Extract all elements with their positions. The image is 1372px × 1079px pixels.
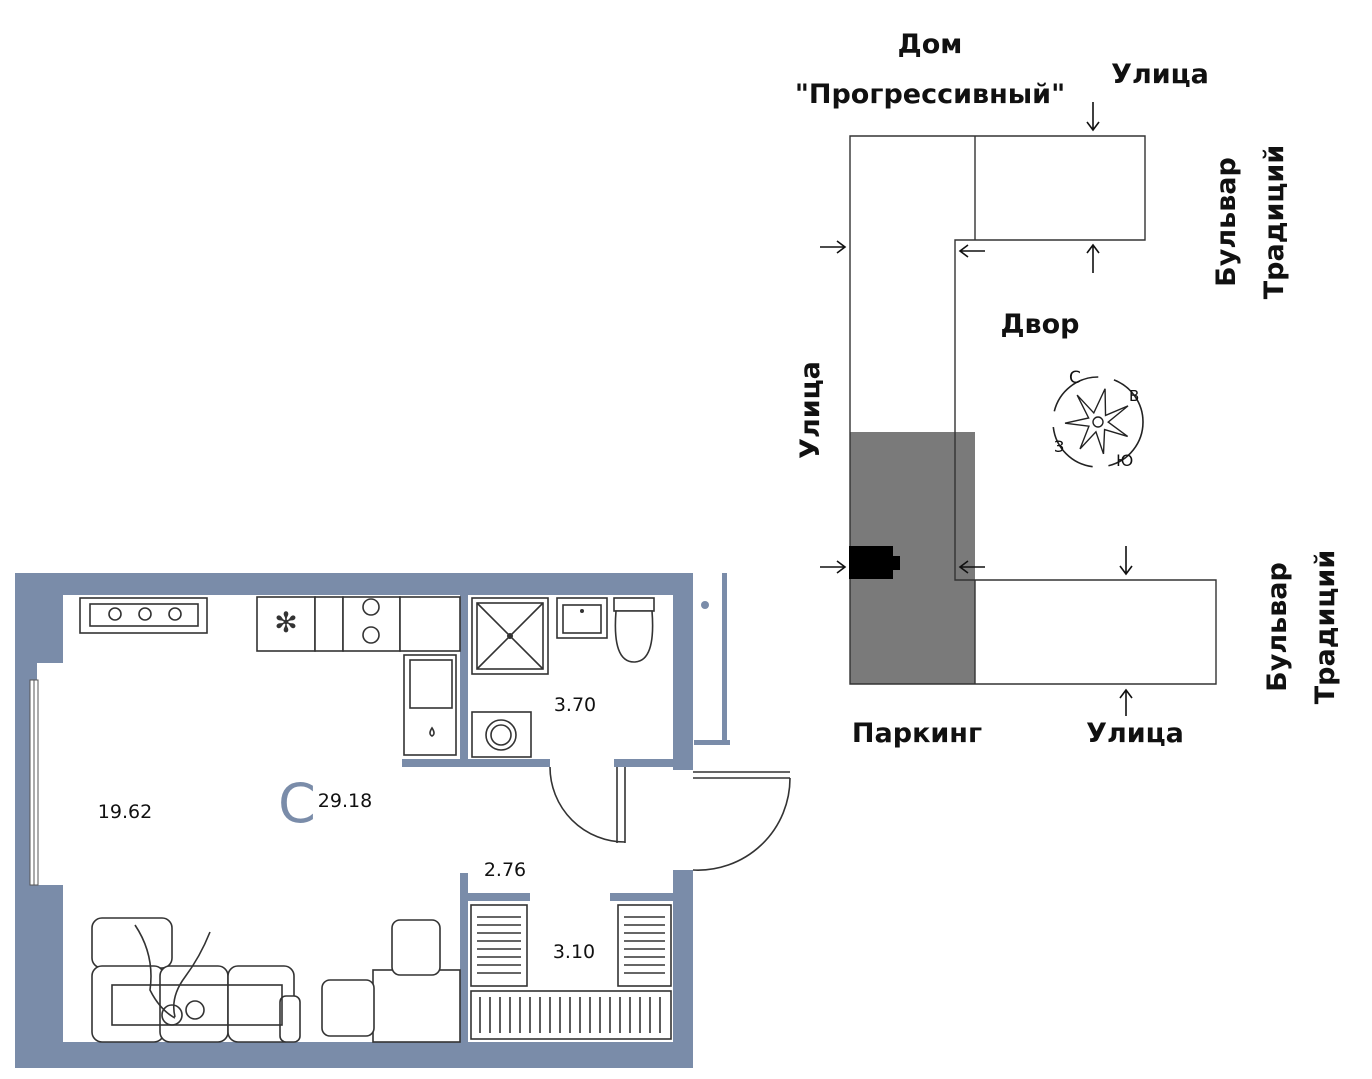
toilet-icon bbox=[613, 597, 655, 612]
site-plan: С В Ю З Дом "Прогрессивный" Улица Двор П… bbox=[795, 29, 1341, 749]
doors bbox=[549, 766, 791, 871]
hall-area-label: 2.76 bbox=[484, 859, 526, 881]
living-furniture bbox=[91, 917, 461, 1043]
svg-text:✻: ✻ bbox=[274, 606, 297, 639]
compass-north: С bbox=[1069, 368, 1081, 388]
wall-right-lower bbox=[673, 870, 693, 1068]
storage-area-label: 3.10 bbox=[553, 941, 595, 963]
wall-right-upper bbox=[673, 573, 693, 770]
bathroom-area-label: 3.70 bbox=[554, 694, 596, 716]
boulevard-bottom-line2: Традиций bbox=[1310, 550, 1341, 705]
total-area-label: 29.18 bbox=[318, 790, 372, 812]
boulevard-top-line1: Бульвар bbox=[1211, 157, 1242, 287]
boulevard-top-line2: Традиций bbox=[1259, 145, 1290, 300]
wall-bottom bbox=[15, 1042, 693, 1068]
chair-icon bbox=[391, 919, 441, 976]
storage-shelves bbox=[470, 904, 672, 1040]
compass-icon: С В Ю З bbox=[1052, 368, 1144, 470]
yard-label: Двор bbox=[1000, 309, 1079, 340]
washer-icon bbox=[342, 596, 401, 652]
sink-icon bbox=[556, 597, 608, 639]
living-area-label: 19.62 bbox=[98, 801, 152, 823]
compass-west: З bbox=[1054, 437, 1064, 456]
entrance-arrows bbox=[820, 102, 1133, 716]
street-top-label: Улица bbox=[1111, 59, 1209, 90]
street-bottom-label: Улица bbox=[1086, 718, 1184, 749]
house-name-line2: "Прогрессивный" bbox=[795, 79, 1065, 110]
section-marker bbox=[849, 546, 893, 579]
room-type-symbol: С bbox=[278, 772, 316, 835]
boulevard-bottom-line1: Бульвар bbox=[1262, 562, 1293, 692]
fridge-icon bbox=[256, 596, 316, 652]
building-outline bbox=[849, 135, 1217, 685]
apartment-plan: ✻ bbox=[15, 573, 791, 1068]
street-left-label: Улица bbox=[795, 361, 826, 459]
armchair-icon bbox=[321, 979, 375, 1037]
wall-top bbox=[15, 573, 693, 595]
compass-south: Ю bbox=[1116, 451, 1133, 470]
sofa-icon bbox=[91, 917, 173, 969]
compass-east: В bbox=[1129, 387, 1139, 405]
house-name-line1: Дом bbox=[898, 29, 963, 60]
desk-icon bbox=[372, 969, 461, 1043]
bathroom-fixtures bbox=[471, 597, 655, 758]
kitchen-furniture: ✻ bbox=[79, 596, 461, 756]
parking-label: Паркинг bbox=[852, 718, 982, 749]
